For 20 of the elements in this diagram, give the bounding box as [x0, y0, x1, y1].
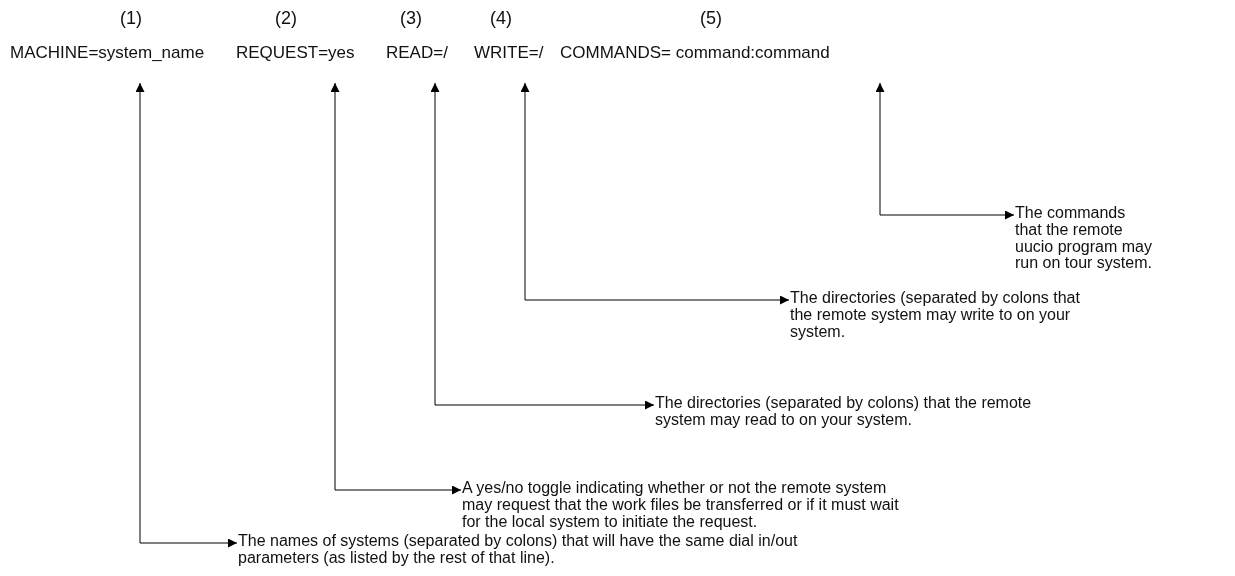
parameter-text: COMMANDS= command:command [560, 43, 830, 83]
callout-number: (2) [275, 8, 297, 29]
arrow [430, 82, 655, 410]
description-text: The commands that the remote uucio program may run on tour system. [1015, 205, 1155, 273]
arrow [135, 82, 238, 548]
callout-number: (5) [700, 8, 722, 29]
arrow [330, 82, 462, 495]
parameter-text: MACHINE=system_name [10, 43, 205, 83]
arrow [520, 82, 790, 305]
parameter-text: REQUEST=yes [236, 43, 355, 83]
callout-number: (4) [490, 8, 512, 29]
description-text: The directories (separated by colons) that the remote system may read to on your system. [655, 395, 1035, 429]
parameter-text: READ=/ [386, 43, 448, 83]
description-text: The directories (separated by colons that the remote system may write to on your system. [790, 290, 1090, 341]
parameter-text: WRITE=/ [474, 43, 544, 83]
callout-number: (3) [400, 8, 422, 29]
description-text: The names of systems (separated by colons) that will have the same dial in/out parameters (as listed by the rest of that line). [238, 533, 838, 567]
description-text: A yes/no toggle indicating whether or not the remote system may request that the work files be transferred or if it must wait for the local system to initiate the request. [462, 480, 902, 531]
arrow [875, 82, 1015, 220]
callout-number: (1) [120, 8, 142, 29]
